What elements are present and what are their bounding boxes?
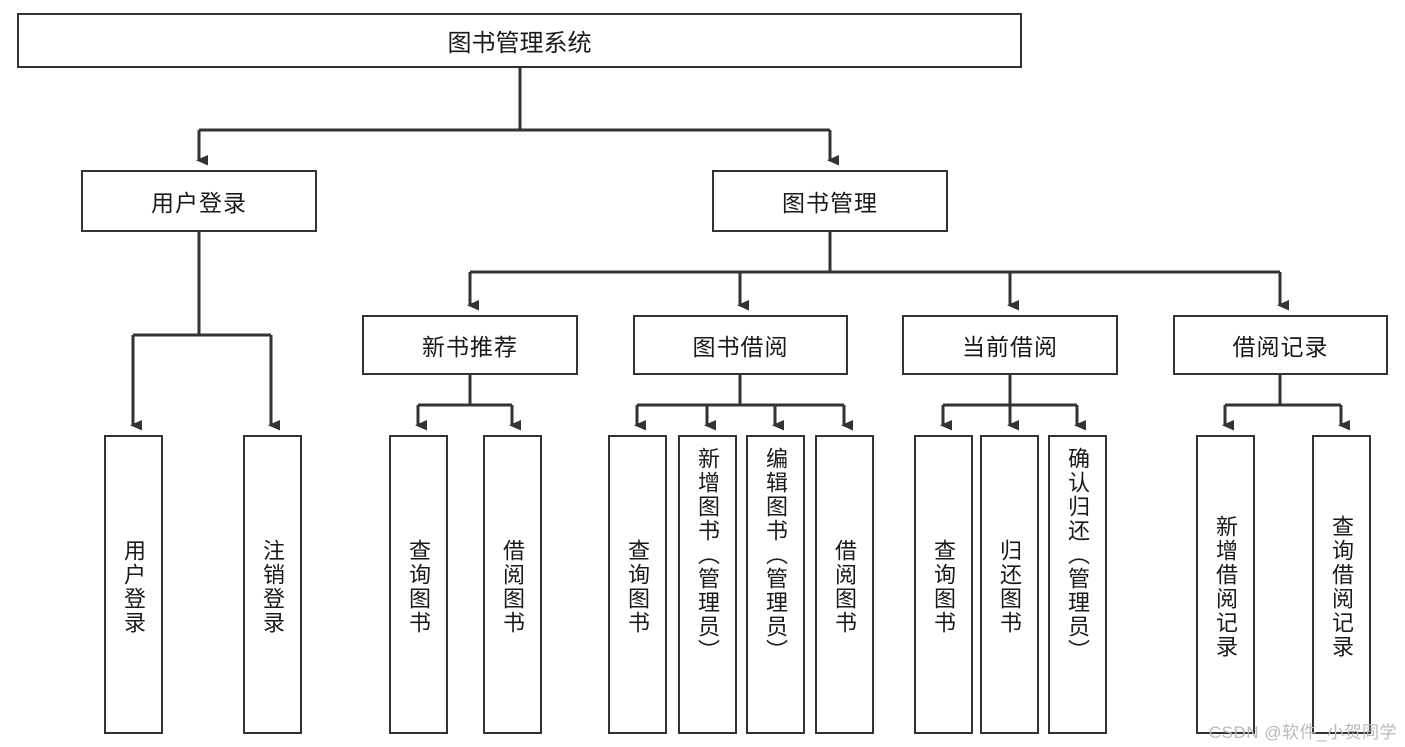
node-leaf-query-book-3-label: 查询图书	[931, 538, 957, 635]
leaf-confirm-return-inner: 确认归还（管理员）	[1065, 441, 1091, 738]
node-leaf-query-book-1[interactable]: 查询图书	[389, 435, 448, 734]
leaf-return-book-inner: 归还图书	[997, 441, 1023, 732]
node-leaf-query-book-3[interactable]: 查询图书	[914, 435, 973, 734]
node-new-book-rec-label: 新书推荐	[422, 334, 518, 360]
node-book-borrow-label: 图书借阅	[692, 334, 789, 360]
node-leaf-query-book-2[interactable]: 查询图书	[608, 435, 667, 734]
node-leaf-add-book-label: 新增图书（管理员）	[695, 447, 721, 663]
leaf-query-book-3-inner: 查询图书	[931, 441, 957, 732]
node-current-borrow-label: 当前借阅	[962, 334, 1058, 360]
node-leaf-borrow-book-2-label: 借阅图书	[832, 538, 858, 635]
node-leaf-logout[interactable]: 注销登录	[243, 435, 302, 734]
node-borrow-record[interactable]: 借阅记录	[1173, 315, 1388, 375]
leaf-add-book-inner: 新增图书（管理员）	[695, 441, 721, 738]
node-leaf-query-book-1-label: 查询图书	[406, 538, 432, 635]
node-leaf-query-record-label: 查询借阅记录	[1329, 514, 1355, 659]
node-leaf-borrow-book-1[interactable]: 借阅图书	[483, 435, 542, 734]
node-borrow-record-label: 借阅记录	[1232, 334, 1329, 360]
leaf-query-record-inner: 查询借阅记录	[1329, 441, 1355, 732]
node-leaf-add-book[interactable]: 新增图书（管理员）	[678, 435, 737, 734]
node-leaf-query-record[interactable]: 查询借阅记录	[1312, 435, 1371, 734]
node-leaf-add-record-label: 新增借阅记录	[1213, 514, 1239, 659]
node-leaf-borrow-book-2[interactable]: 借阅图书	[815, 435, 874, 734]
node-leaf-query-book-2-label: 查询图书	[625, 538, 651, 635]
node-user-login-label: 用户登录	[151, 190, 247, 216]
node-book-borrow[interactable]: 图书借阅	[633, 315, 848, 375]
node-leaf-logout-label: 注销登录	[260, 538, 286, 635]
node-leaf-user-login[interactable]: 用户登录	[104, 435, 163, 734]
node-leaf-edit-book[interactable]: 编辑图书（管理员）	[746, 435, 805, 734]
leaf-add-record-inner: 新增借阅记录	[1213, 441, 1239, 732]
leaf-query-book-1-inner: 查询图书	[406, 441, 432, 732]
leaf-borrow-book-1-inner: 借阅图书	[500, 441, 526, 732]
node-book-manage-label: 图书管理	[782, 190, 878, 216]
node-root[interactable]: 图书管理系统	[17, 13, 1022, 68]
node-user-login[interactable]: 用户登录	[81, 170, 317, 232]
node-root-label: 图书管理系统	[447, 30, 592, 57]
node-book-manage[interactable]: 图书管理	[712, 170, 948, 232]
leaf-user-login-inner: 用户登录	[121, 441, 147, 732]
node-leaf-return-book-label: 归还图书	[997, 538, 1023, 635]
leaf-logout-inner: 注销登录	[260, 441, 286, 732]
node-new-book-rec[interactable]: 新书推荐	[362, 315, 578, 375]
node-current-borrow[interactable]: 当前借阅	[902, 315, 1118, 375]
leaf-query-book-2-inner: 查询图书	[625, 441, 651, 732]
node-leaf-confirm-return[interactable]: 确认归还（管理员）	[1048, 435, 1107, 734]
node-leaf-confirm-return-label: 确认归还（管理员）	[1065, 447, 1091, 663]
node-leaf-add-record[interactable]: 新增借阅记录	[1196, 435, 1255, 734]
node-leaf-edit-book-label: 编辑图书（管理员）	[763, 447, 789, 663]
node-leaf-user-login-label: 用户登录	[121, 538, 147, 635]
watermark: CSDN @软件_小贺同学	[1208, 723, 1397, 742]
node-leaf-borrow-book-1-label: 借阅图书	[500, 538, 526, 635]
leaf-edit-book-inner: 编辑图书（管理员）	[763, 441, 789, 738]
node-leaf-return-book[interactable]: 归还图书	[980, 435, 1039, 734]
leaf-borrow-book-2-inner: 借阅图书	[832, 441, 858, 732]
